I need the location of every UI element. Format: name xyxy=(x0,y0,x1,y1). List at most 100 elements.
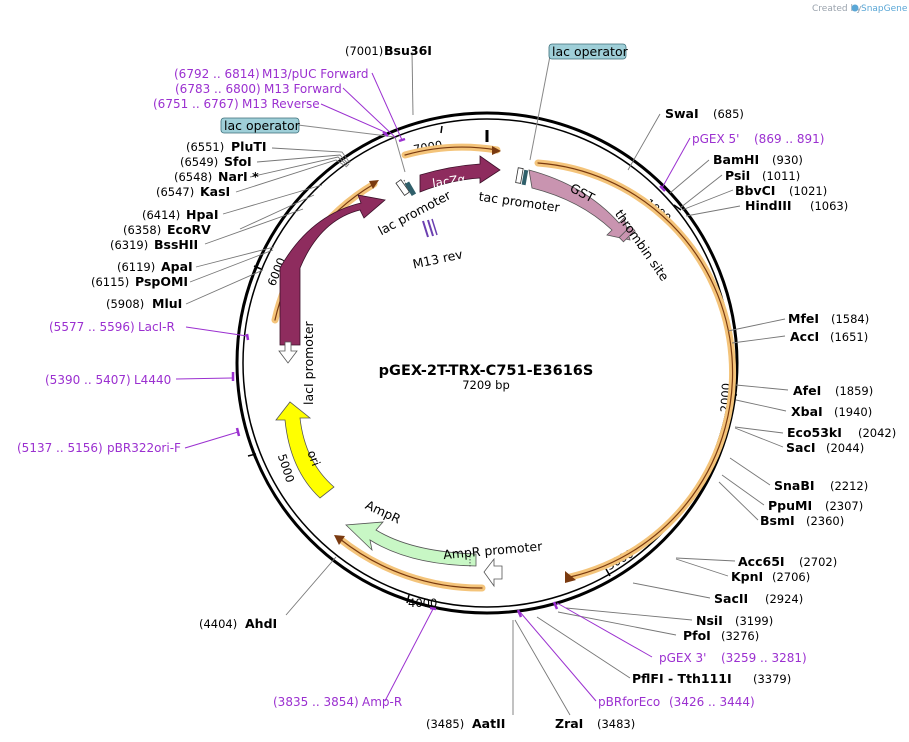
enzyme-hindiii-name[interactable]: HindIII xyxy=(745,198,792,213)
enzyme-mfei-name[interactable]: MfeI xyxy=(788,311,819,326)
primer-m13fwd-range: (6783 .. 6800) xyxy=(175,82,261,96)
primer-mark-6 xyxy=(429,606,437,611)
feature-ampr-promoter[interactable] xyxy=(483,557,503,588)
enzyme-nari-name[interactable]: NarI * xyxy=(218,169,259,184)
enzyme-aatii-name[interactable]: AatII xyxy=(472,716,505,731)
orf-gst-arrow xyxy=(565,571,576,583)
leader-saci xyxy=(734,427,784,448)
primer-m13puc-name[interactable]: M13/pUC Forward xyxy=(262,67,369,81)
orf-gst-line xyxy=(537,162,734,578)
leader-hindiii xyxy=(685,205,741,217)
enzyme-swai-name[interactable]: SwaI xyxy=(665,106,699,121)
primer-pgex5-name[interactable]: pGEX 5' xyxy=(692,132,739,146)
enzyme-saci-pos: (2044) xyxy=(826,441,864,455)
leader-pluti xyxy=(271,147,351,164)
feature-thrombin-site[interactable] xyxy=(618,225,636,243)
primer-pgex3-name[interactable]: pGEX 3' xyxy=(659,651,706,665)
enzyme-ecorv-name[interactable]: EcoRV xyxy=(167,222,211,237)
feature-m13rev[interactable] xyxy=(422,218,438,238)
feature-lac-promoter[interactable] xyxy=(395,179,411,197)
enzyme-bsu36i-name[interactable]: Bsu36I xyxy=(384,43,432,58)
enzyme-afei-name[interactable]: AfeI xyxy=(793,383,821,398)
leader-lines xyxy=(185,51,789,716)
enzyme-kasi-name[interactable]: KasI xyxy=(200,184,230,199)
orf-ampr-line xyxy=(339,538,483,589)
enzyme-psii-name[interactable]: PsiI xyxy=(725,168,750,183)
enzyme-snabi-pos: (2212) xyxy=(830,479,868,493)
feature-laci-promoter[interactable] xyxy=(278,341,298,364)
feature-ori-label: ori xyxy=(304,448,322,467)
enzyme-bsshii-name[interactable]: BssHII xyxy=(154,237,198,252)
primer-m13rev-range: (6751 .. 6767) xyxy=(153,97,239,111)
enzyme-saci-name[interactable]: SacI xyxy=(786,440,816,455)
enzyme-pspomi-name[interactable]: PspOMI xyxy=(135,274,188,289)
primer-mark-7 xyxy=(659,185,666,192)
m13rev-strand-2 xyxy=(427,219,434,237)
leader-eco53ki xyxy=(734,426,784,434)
enzyme-ahdi-pos: (4404) xyxy=(199,617,237,631)
enzyme-ahdi-name[interactable]: AhdI xyxy=(245,616,277,631)
enzyme-acc65i-name[interactable]: Acc65I xyxy=(738,554,785,569)
primer-l4440-range: (5390 .. 5407) xyxy=(45,373,131,387)
feature-tac-promoter-2[interactable] xyxy=(515,167,524,184)
primer-leaders xyxy=(175,72,691,702)
primer-pbr322-range: (5137 .. 5156) xyxy=(17,441,103,455)
enzyme-ppumi-name[interactable]: PpuMI xyxy=(768,498,812,513)
enzyme-bbvci-name[interactable]: BbvCI xyxy=(735,183,775,198)
lac-operator-left-label: lac operator xyxy=(224,118,301,133)
tick-5000 xyxy=(247,453,257,457)
primer-mark-9 xyxy=(516,609,523,618)
leader-ppumi xyxy=(721,474,765,506)
primer-l4440-name[interactable]: L4440 xyxy=(134,373,171,387)
primer-m13fwd-name[interactable]: M13 Forward xyxy=(264,82,342,96)
right-primers: pGEX 5' (869 .. 891) pGEX 3' (3259 .. 32… xyxy=(598,132,824,709)
primer-pbrforeco-name[interactable]: pBRforEco xyxy=(598,695,660,709)
enzyme-snabi-name[interactable]: SnaBI xyxy=(774,478,815,493)
lac-operator-right-leader xyxy=(529,55,551,161)
enzyme-sfoi-pos: (6549) xyxy=(180,155,218,169)
lac-operator-left-box[interactable] xyxy=(220,117,300,134)
enzyme-nsii-name[interactable]: NsiI xyxy=(696,613,723,628)
enzyme-bamhi-name[interactable]: BamHI xyxy=(713,152,759,167)
primer-mark-3 xyxy=(245,333,250,341)
lac-operator-mark-left xyxy=(404,181,417,197)
right-enzymes: SwaI (685) BamHI (930) PsiI (1011) BbvCI… xyxy=(632,106,896,686)
feature-ampr[interactable] xyxy=(345,521,477,567)
feature-ori[interactable] xyxy=(275,401,335,499)
primer-laci-r-name[interactable]: LacI-R xyxy=(138,320,175,334)
leader-snabi xyxy=(729,457,771,486)
enzyme-pfoi-pos: (3276) xyxy=(721,629,759,643)
lac-operator-mark-right xyxy=(521,169,529,186)
leader-kasi xyxy=(235,159,348,193)
enzyme-sacii-name[interactable]: SacII xyxy=(714,591,748,606)
enzyme-eco53ki-name[interactable]: Eco53kI xyxy=(787,425,842,440)
feature-gst[interactable] xyxy=(528,169,631,241)
enzyme-hpai-name[interactable]: HpaI xyxy=(186,207,219,222)
enzyme-bsmi-name[interactable]: BsmI xyxy=(760,513,795,528)
primer-pgex3-range: (3259 .. 3281) xyxy=(721,651,807,665)
enzyme-sfoi-name[interactable]: SfoI xyxy=(224,154,252,169)
enzyme-mlui-name[interactable]: MluI xyxy=(152,296,182,311)
primer-pbr322-name[interactable]: pBR322ori-F xyxy=(107,441,181,455)
orf-ampr-arrow xyxy=(334,535,345,545)
enzyme-kpni-name[interactable]: KpnI xyxy=(731,569,763,584)
plasmid-name: pGEX-2T-TRX-C751-E3616S xyxy=(379,363,594,379)
feature-lacz[interactable] xyxy=(419,155,501,193)
enzyme-xbai-name[interactable]: XbaI xyxy=(791,404,823,419)
credit-brand: SnapGene xyxy=(861,4,908,14)
primer-m13rev-name[interactable]: M13 Reverse xyxy=(242,97,320,111)
enzyme-apai-name[interactable]: ApaI xyxy=(161,259,193,274)
primer-amp-r-name[interactable]: Amp-R xyxy=(362,695,402,709)
enzyme-pflfi-name[interactable]: PflFI - Tth111I xyxy=(632,671,732,686)
enzyme-acci-name[interactable]: AccI xyxy=(790,329,819,344)
leader-ecorv xyxy=(239,194,315,230)
feature-laci[interactable] xyxy=(279,194,386,346)
snapgene-logo-icon xyxy=(851,4,859,12)
enzyme-pluti-name[interactable]: PluTI xyxy=(231,139,267,154)
leader-bsu36i xyxy=(411,51,414,116)
lac-operator-right-box[interactable] xyxy=(548,43,627,60)
enzyme-pfoi-name[interactable]: PfoI xyxy=(683,628,711,643)
enzyme-zrai-name[interactable]: ZraI xyxy=(555,716,583,731)
enzyme-hindiii-pos: (1063) xyxy=(810,199,848,213)
